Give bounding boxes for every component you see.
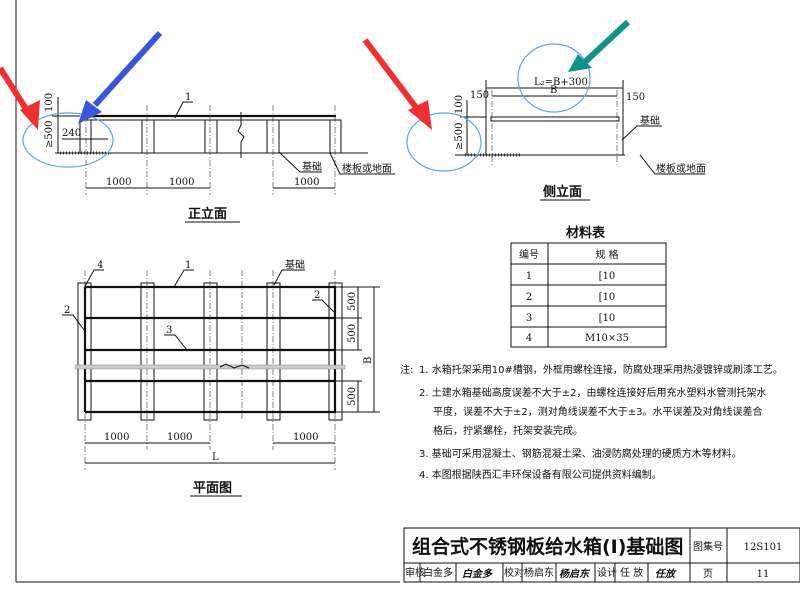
note-1: 1. 水箱托架采用10#槽钢，外框用螺栓连接，防腐处理采用热浸镀锌或刷漆工艺。 [419, 363, 783, 376]
notes-prefix: 注: [400, 363, 413, 376]
table-row: 1 [10 [526, 271, 616, 282]
material-table: 材料表 编号 规 格 1 [10 2 [10 3 [10 4 M10×35 [510, 225, 667, 348]
material-table-title: 材料表 [566, 225, 606, 241]
front-foundation-label: 基础 [302, 160, 322, 173]
side-dim-150-right: 150 [626, 92, 645, 103]
notes: 注: 1. 水箱托架采用10#槽钢，外框用螺栓连接，防腐处理采用热浸镀锌或刷漆工… [400, 363, 783, 481]
page-number: 11 [757, 569, 770, 580]
table-header-spec: 规 格 [595, 248, 618, 261]
designer-name: 任 放 [620, 566, 643, 579]
svg-text:[10: [10 [599, 313, 616, 324]
side-dim-500: ≥500 [454, 123, 465, 150]
note-2-cont-2: 格后，拧紧螺栓，托架安装完成。 [433, 424, 583, 437]
plan-channel-rails [74, 285, 346, 414]
front-dim-100: 100 [44, 93, 55, 112]
table-header-no: 编号 [519, 248, 539, 261]
plan-foundation-label: 基础 [285, 258, 305, 271]
svg-text:4: 4 [526, 333, 532, 344]
svg-text:[10: [10 [599, 271, 616, 282]
plan-part-2-right-label: 2 [314, 290, 320, 301]
highlight-circle [517, 43, 591, 113]
red-arrow-icon [362, 38, 421, 112]
plan-dim-500-1: 500 [347, 292, 358, 311]
annotations [0, 19, 631, 172]
front-spacing-2: 1000 [169, 177, 194, 188]
plan-spacing-3: 1000 [293, 432, 318, 443]
note-4: 4. 本图根据陕西汇丰环保设备有限公司提供资料编制。 [419, 468, 662, 481]
side-elevation-title: 侧立面 [543, 184, 582, 200]
front-part-1-label: 1 [185, 92, 191, 103]
front-elevation: 100 ≥500 240 1000 1000 1000 1 基础 楼板或地面 正… [44, 92, 395, 223]
reviewer-signature: 白金多 [462, 568, 493, 580]
plan-foundation-strips [77, 282, 343, 421]
plan-dim-500-2: 500 [347, 324, 358, 343]
atlas-number: 12S101 [744, 542, 783, 553]
front-spacing-3: 1000 [294, 177, 319, 188]
side-beam [490, 116, 620, 122]
checker-signature: 杨启东 [559, 568, 591, 580]
table-row: 2 [10 [526, 292, 616, 303]
front-spacing-1: 1000 [106, 177, 131, 188]
side-foundation-label: 基础 [640, 114, 660, 127]
plan-view-title: 平面图 [193, 481, 232, 496]
plan-dim-b: B [363, 357, 374, 364]
review-label: 审核 [405, 566, 425, 579]
highlight-circle [22, 112, 114, 168]
plan-part-2-left-label: 2 [64, 305, 70, 316]
page-label: 页 [703, 568, 713, 580]
svg-text:[10: [10 [599, 292, 616, 303]
check-label: 校对 [504, 566, 524, 579]
designer-signature: 任放 [655, 568, 677, 580]
plan-spacing-1: 1000 [104, 432, 129, 443]
side-floor-label: 楼板或地面 [656, 162, 706, 175]
plan-dim-l: L [212, 452, 219, 463]
reviewer-name: 白金多 [423, 566, 453, 579]
table-row: 4 M10×35 [526, 333, 629, 344]
design-label: 设计 [597, 566, 617, 579]
side-dim-100: 100 [454, 95, 465, 114]
break-line [237, 112, 245, 158]
side-dim-b: B [550, 85, 557, 96]
note-2: 2. 土建水箱基础高度误差不大于±2，由螺栓连接好后用充水塑料水管测托架水 [419, 386, 766, 399]
svg-text:M10×35: M10×35 [585, 333, 629, 344]
blue-arrow-icon [92, 30, 163, 108]
atlas-label: 图集号 [693, 540, 723, 553]
plan-view: 500 500 500 B 1000 1000 1000 L 4 1 基础 2 … [62, 258, 380, 497]
note-3: 3. 基础可采用混凝土、钢筋混凝土梁、油浸防腐处理的硬质方木等材料。 [419, 447, 742, 460]
table-row: 3 [10 [526, 313, 616, 324]
plan-dim-500-3: 500 [347, 387, 358, 406]
side-elevation: L₂=B+300 B 150 150 100 ≥500 基础 楼板或地面 侧立面 [454, 77, 706, 201]
svg-text:1: 1 [526, 271, 532, 282]
plan-part-4-label: 4 [97, 260, 103, 271]
plan-spacing-2: 1000 [167, 432, 192, 443]
drawing-title: 组合式不锈钢板给水箱(Ⅰ)基础图 [412, 535, 683, 558]
front-dim-240: 240 [62, 128, 81, 139]
plan-part-3-label: 3 [166, 325, 172, 336]
svg-text:2: 2 [526, 292, 532, 303]
note-2-cont-1: 平度，误差不大于±2，测对角线误差不大于±3。水平误差及对角线误差合 [433, 405, 762, 418]
checker-name: 杨启东 [524, 566, 554, 579]
svg-text:3: 3 [526, 313, 532, 324]
red-arrow-icon [0, 66, 31, 114]
front-elevation-title: 正立面 [188, 206, 227, 222]
side-dim-150-left: 150 [470, 90, 489, 101]
front-posts [79, 119, 342, 154]
front-dim-500: ≥500 [44, 121, 55, 148]
teal-arrow-icon [582, 19, 631, 65]
side-dim-total: L₂=B+300 [534, 77, 588, 88]
front-floor-label: 楼板或地面 [342, 162, 392, 175]
highlight-circle [406, 112, 482, 172]
title-block: 组合式不锈钢板给水箱(Ⅰ)基础图 图集号 12S101 审核 白金多 白金多 校… [403, 527, 800, 583]
plan-part-1-label: 1 [185, 260, 191, 271]
